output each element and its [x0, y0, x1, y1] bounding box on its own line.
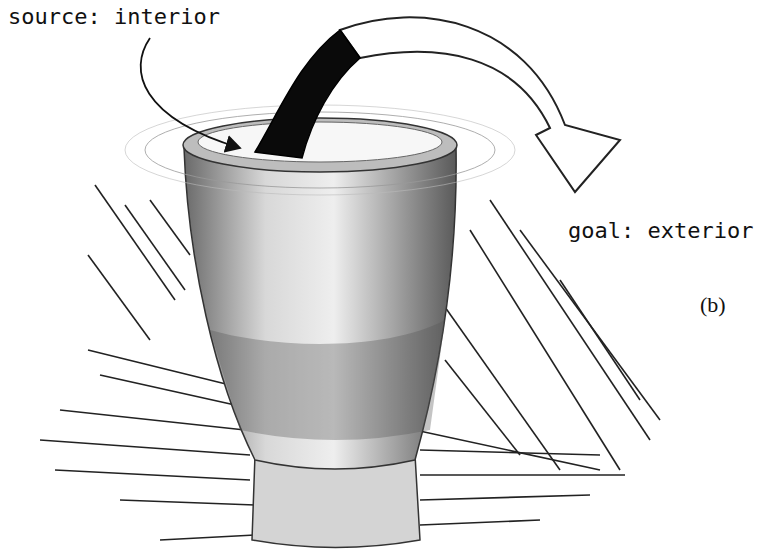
leader-line: [141, 38, 240, 148]
cup-drawing: [125, 105, 515, 548]
motion-arrow: [255, 17, 620, 192]
panel-label: (b): [700, 292, 726, 318]
source-label: source: interior: [8, 4, 220, 29]
goal-label: goal: exterior: [568, 218, 753, 243]
